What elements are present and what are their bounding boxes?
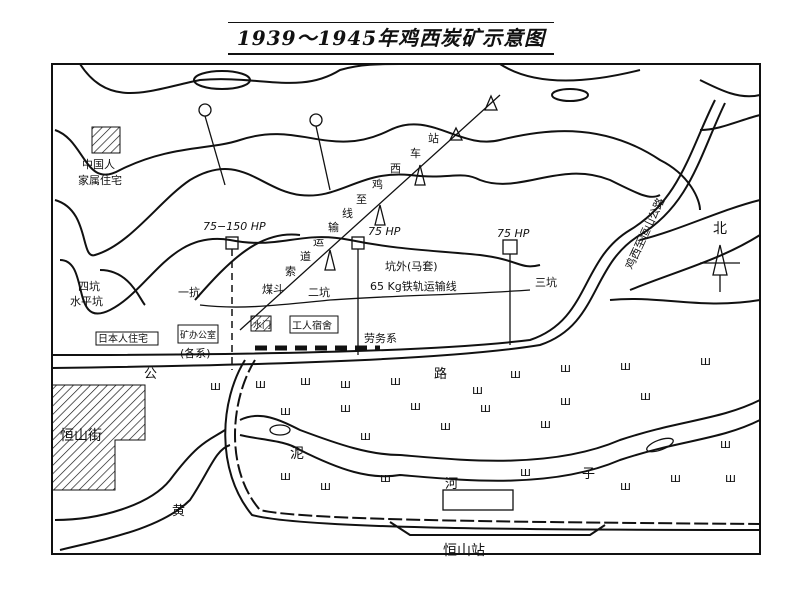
pit2-label: 二坑: [308, 285, 330, 299]
contour-lines: [54, 63, 761, 315]
north-arrow-icon: [700, 244, 740, 292]
svg-text:ш: ш: [720, 437, 731, 451]
rail-line-label: 坑外(马套): [385, 259, 438, 273]
hengshan-street-block: [51, 384, 146, 491]
svg-text:ш: ш: [320, 479, 331, 493]
hp-label: 75 HP: [368, 225, 401, 238]
chinese-housing-label: 中国人: [82, 158, 115, 171]
chinese-housing-block: [91, 126, 121, 154]
svg-text:ш: ш: [440, 419, 451, 433]
coal-bucket-label: 煤斗: [262, 283, 284, 296]
svg-text:ш: ш: [390, 374, 401, 388]
rivers: [54, 399, 761, 551]
river-label: 子: [582, 467, 595, 482]
svg-text:ш: ш: [700, 354, 711, 368]
road-label: 路: [434, 366, 447, 382]
workers-dorm-label: 工人宿舍: [292, 319, 332, 332]
mine-office-block: [177, 324, 219, 344]
svg-text:ш: ш: [360, 429, 371, 443]
rail-line-label: 65 Kg铁轨运输线: [370, 279, 457, 293]
svg-text:ш: ш: [725, 471, 736, 485]
svg-text:道: 道: [300, 249, 311, 263]
ventilation-shafts: [198, 103, 331, 191]
svg-text:车: 车: [410, 146, 421, 160]
svg-text:ш: ш: [340, 401, 351, 415]
hengshan-street-label: 恒山街: [60, 428, 102, 444]
hp-label: 75−150 HP: [203, 220, 266, 233]
svg-text:ш: ш: [340, 377, 351, 391]
svg-text:ш: ш: [280, 469, 291, 483]
svg-text:ш: ш: [410, 399, 421, 413]
svg-text:ш: ш: [620, 359, 631, 373]
water-gate-block: [250, 315, 272, 332]
cableway-line: [239, 94, 501, 331]
hoist-houses: [225, 236, 518, 370]
svg-text:ш: ш: [255, 377, 266, 391]
chinese-housing-label: 家属住宅: [78, 173, 122, 187]
svg-text:ш: ш: [380, 471, 391, 485]
river-label: 泥: [290, 446, 304, 462]
svg-text:ш: ш: [560, 361, 571, 375]
north-label: 北: [713, 221, 727, 237]
water-gate-label: 水门: [253, 319, 271, 331]
pit1-label: 一抗: [178, 285, 200, 299]
fourth-pit-label: 四坑: [78, 279, 100, 293]
mine-office-label: 矿办公室: [180, 329, 216, 341]
svg-text:运: 运: [313, 235, 324, 248]
labor-office-label: 劳务系: [364, 332, 397, 345]
rail-line: [199, 289, 531, 308]
svg-text:西: 西: [390, 162, 401, 175]
svg-text:鸡: 鸡: [372, 177, 383, 191]
japanese-housing-block: [95, 331, 159, 346]
svg-text:输: 输: [328, 220, 339, 234]
station-label: 恒山站: [443, 543, 485, 559]
hengshan-road: [51, 99, 726, 369]
river-label: 河: [445, 477, 458, 492]
svg-text:ш: ш: [620, 479, 631, 493]
river-label: 黄: [172, 504, 185, 519]
railway: [224, 345, 761, 536]
svg-text:ш: ш: [560, 394, 571, 408]
hp-label: 75 HP: [497, 227, 530, 240]
svg-text:索: 索: [285, 264, 296, 278]
svg-text:ш: ш: [670, 471, 681, 485]
svg-text:ш: ш: [520, 465, 531, 479]
svg-text:ш: ш: [300, 374, 311, 388]
cableway-label: 索 道 运 输 线 至 鸡 西 车 站: [285, 131, 439, 278]
svg-text:ш: ш: [480, 401, 491, 415]
workers-dorm-block: [289, 315, 339, 334]
svg-text:ш: ш: [280, 404, 291, 418]
svg-text:ш: ш: [510, 367, 521, 381]
svg-text:线: 线: [342, 206, 353, 220]
cableway-towers: [324, 94, 498, 271]
map-title: 1939～1945年鸡西炭矿示意图: [228, 22, 554, 55]
svg-text:ш: ш: [210, 379, 221, 393]
svg-text:ш: ш: [472, 383, 483, 397]
mine-office-sub-label: (各系): [180, 346, 211, 360]
japanese-housing-label: 日本人住宅: [98, 332, 148, 345]
svg-text:至: 至: [356, 193, 367, 206]
fourth-pit-label: 水平坑: [70, 294, 103, 308]
pit3-label: 三坑: [535, 275, 557, 289]
svg-text:ш: ш: [540, 417, 551, 431]
road-label: 公: [144, 367, 157, 382]
svg-text:站: 站: [428, 131, 439, 145]
svg-text:ш: ш: [640, 389, 651, 403]
map-frame: [51, 63, 761, 555]
